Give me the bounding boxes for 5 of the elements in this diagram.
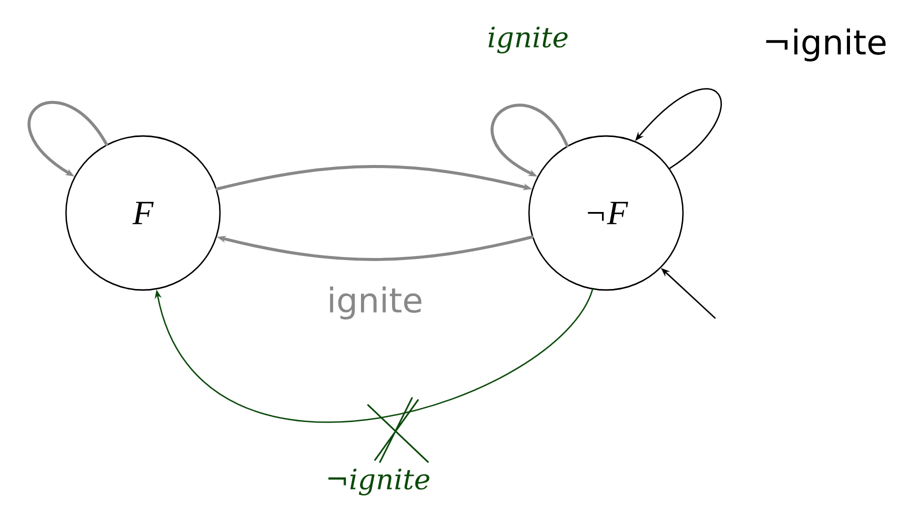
arrow bbox=[154, 288, 594, 423]
edge-label: ¬ignite bbox=[766, 28, 886, 62]
handwritten-label: ¬ignite bbox=[328, 468, 430, 496]
edge-label: ignite bbox=[330, 286, 422, 320]
handwritten-label: ignite bbox=[488, 26, 568, 54]
